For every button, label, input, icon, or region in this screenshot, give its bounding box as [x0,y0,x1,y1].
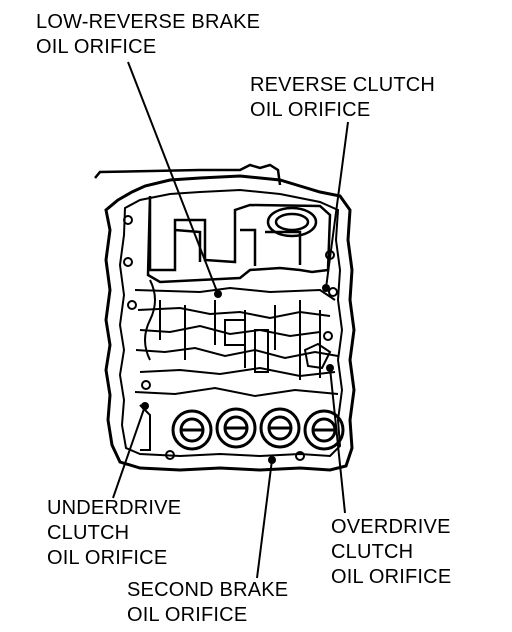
label-line: UNDERDRIVE [47,497,182,519]
label-line: LOW-REVERSE BRAKE [36,11,261,33]
oil-passages [134,279,339,451]
accumulator-4 [303,409,345,451]
label-second-brake-oil-orifice: SECOND BRAKE OIL ORIFICE [127,578,288,628]
solenoid-block [94,163,332,284]
accumulator-1 [171,409,213,451]
accumulator-3 [259,407,301,449]
leader-second-brake [256,459,273,579]
label-line: CLUTCH [331,541,414,563]
label-line: REVERSE CLUTCH [250,74,436,96]
leader-lines [112,61,349,579]
label-line: OIL ORIFICE [331,566,452,588]
valve-body-housing [104,174,356,472]
label-line: OIL ORIFICE [250,99,371,121]
leader-reverse-clutch [325,121,349,289]
bolt-holes [123,215,338,461]
label-line: SECOND BRAKE [127,579,289,601]
label-line: CLUTCH [47,522,130,544]
label-line: OIL ORIFICE [36,36,157,58]
label-line: OIL ORIFICE [47,547,168,569]
label-line: OVERDRIVE [331,516,451,538]
solenoid-cap [266,206,318,238]
label-underdrive-clutch-oil-orifice: UNDERDRIVE CLUTCH OIL ORIFICE [47,496,181,571]
leader-low-reverse [127,61,219,295]
accumulator-2 [215,407,257,449]
leader-underdrive [112,405,146,499]
label-overdrive-clutch-oil-orifice: OVERDRIVE CLUTCH OIL ORIFICE [331,515,451,590]
label-reverse-clutch-oil-orifice: REVERSE CLUTCH OIL ORIFICE [250,73,435,123]
label-low-reverse-brake-oil-orifice: LOW-REVERSE BRAKE OIL ORIFICE [36,10,260,60]
leader-overdrive [329,367,346,514]
accumulator-pistons [171,407,345,451]
label-line: OIL ORIFICE [127,604,248,626]
